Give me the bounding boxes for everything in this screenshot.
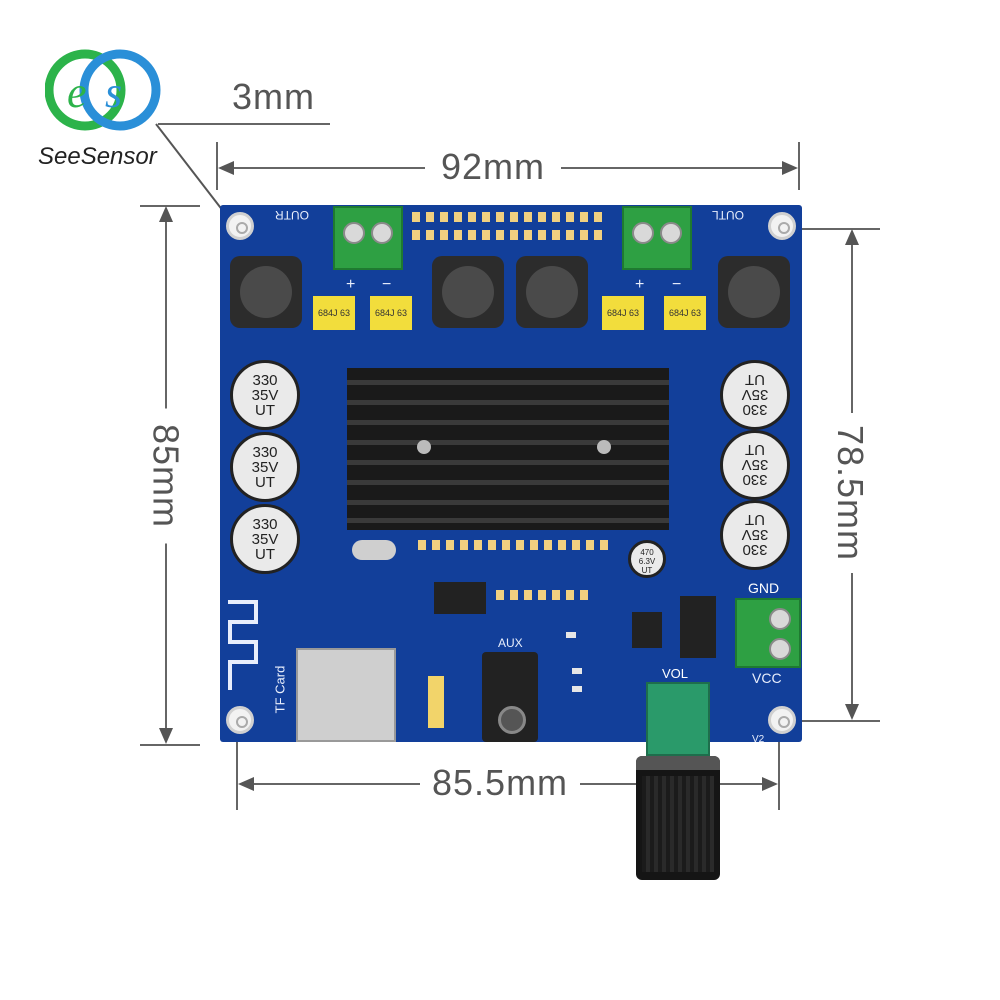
mounting-hole-top-right: [768, 212, 796, 240]
height-arrow-down-icon: [159, 728, 173, 744]
dimension-board-height: 85mm: [144, 408, 187, 544]
inductor-2: [432, 256, 504, 328]
smd-component: [572, 686, 582, 692]
svg-text:e: e: [67, 68, 87, 117]
width-arrow-right-icon: [782, 161, 798, 175]
dimension-hole-spacing-vertical: 78.5mm: [829, 413, 871, 573]
dimension-hole-spacing-horizontal: 85.5mm: [420, 762, 581, 804]
screw-icon: [769, 608, 791, 630]
smd-component: [566, 632, 576, 638]
label-tf-card: TF Card: [272, 665, 288, 714]
mounting-hole-top-left: [226, 212, 254, 240]
width-arrow-left-icon: [218, 161, 234, 175]
mounting-hole-bottom-right: [768, 706, 796, 734]
smd-component: [572, 668, 582, 674]
seesensor-logo-icon: e s: [44, 49, 161, 131]
electrolytic-capacitor: 330 35V UT: [720, 430, 790, 500]
top-smd-pads-2: [412, 230, 608, 240]
crystal: [352, 540, 396, 560]
hole-h-tick-right: [778, 730, 780, 810]
electrolytic-capacitor: 330 35V UT: [720, 500, 790, 570]
hole-v-arrow-up-icon: [845, 229, 859, 245]
regulator-chip: [632, 612, 662, 648]
bluetooth-antenna-icon: [228, 600, 258, 690]
top-smd-pads: [412, 212, 608, 222]
screw-icon: [343, 222, 365, 244]
dimension-hole-offset: 3mm: [232, 76, 315, 117]
tf-card-slot: [296, 648, 396, 742]
hole-v-tick-bottom: [790, 720, 880, 722]
electrolytic-capacitor: 330 35V UT: [230, 360, 300, 430]
hole-h-arrow-left-icon: [238, 777, 254, 791]
aux-jack-port-icon: [498, 706, 526, 734]
label-aux: AUX: [498, 636, 523, 650]
inductor-1: [230, 256, 302, 328]
width-tick-right: [798, 142, 800, 190]
small-electrolytic-capacitor: 470 6.3V UT: [628, 540, 666, 578]
terminal-out-left: [622, 206, 692, 270]
electrolytic-capacitor: 330 35V UT: [230, 432, 300, 502]
electrolytic-capacitor: 330 35V UT: [230, 504, 300, 574]
dimension-board-width: 92mm: [425, 146, 562, 188]
power-mosfet: [680, 596, 716, 658]
film-capacitor: 684J 63: [664, 296, 706, 330]
smd-row: [418, 540, 614, 550]
film-capacitor: 684J 63: [602, 296, 644, 330]
inductor-3: [516, 256, 588, 328]
label-outl: OUTL: [712, 208, 745, 222]
hole-h-arrow-right-icon: [762, 777, 778, 791]
volume-knob[interactable]: [636, 756, 720, 880]
brand-name: SeeSensor: [38, 143, 157, 170]
film-capacitor: 684J 63: [313, 296, 355, 330]
hole-h-tick-left: [236, 730, 238, 810]
heatsink: [347, 368, 669, 530]
heatsink-screw-icon: [417, 440, 431, 454]
screw-icon: [660, 222, 682, 244]
svg-text:s: s: [105, 68, 122, 117]
screw-icon: [371, 222, 393, 244]
label-plus-left: +: [635, 276, 645, 293]
label-minus-left: −: [672, 276, 682, 293]
label-vol: VOL: [662, 666, 689, 681]
hole-offset-leader: [158, 123, 330, 125]
label-outr: OUTR: [275, 208, 309, 222]
header-pins: [428, 676, 444, 728]
volume-potentiometer[interactable]: [646, 682, 710, 756]
hole-v-tick-top: [790, 228, 880, 230]
height-tick-bottom: [140, 744, 200, 746]
label-gnd: GND: [748, 580, 780, 596]
heatsink-screw-icon: [597, 440, 611, 454]
ic-chip: [434, 582, 486, 614]
terminal-out-right: [333, 206, 403, 270]
terminal-power: [735, 598, 801, 668]
label-minus-right: −: [382, 276, 392, 293]
label-vcc: VCC: [752, 670, 782, 686]
brand-logo: e s: [44, 45, 165, 145]
label-v2: V2: [752, 734, 765, 745]
width-tick-left: [216, 142, 218, 190]
label-plus-right: +: [346, 276, 356, 293]
screw-icon: [632, 222, 654, 244]
mounting-hole-bottom-left: [226, 706, 254, 734]
screw-icon: [769, 638, 791, 660]
height-arrow-up-icon: [159, 206, 173, 222]
inductor-4: [718, 256, 790, 328]
hole-v-arrow-down-icon: [845, 704, 859, 720]
film-capacitor: 684J 63: [370, 296, 412, 330]
smd-row-2: [496, 590, 590, 600]
electrolytic-capacitor: 330 35V UT: [720, 360, 790, 430]
